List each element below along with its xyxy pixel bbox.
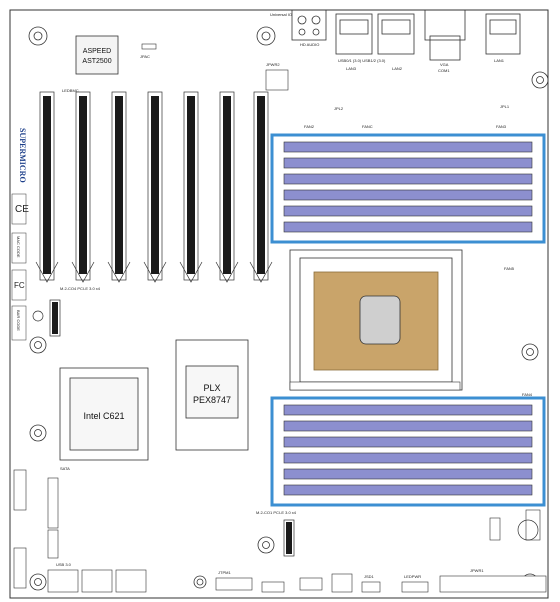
- bar-code-label: BAR CODE: [16, 310, 21, 331]
- left-header-strip: [13, 547, 27, 589]
- m2-slot-1-label: M.2-CO4 PCI-E 3.0 x4: [60, 286, 101, 291]
- battery-holder: [525, 509, 541, 541]
- label-box-1: [11, 193, 27, 225]
- pch-chip-label: Intel C621: [83, 411, 124, 421]
- lan1-port: [485, 13, 521, 55]
- jsd-label: JSD1: [364, 574, 375, 579]
- dimm-bank-top-highlight: [270, 133, 546, 244]
- sata-label: SATA: [60, 466, 70, 471]
- pcie-slot-3: [107, 91, 131, 283]
- com1-label: COM1: [438, 68, 450, 73]
- usb-lan-port-1: [335, 13, 373, 55]
- fan5-label: FAN5: [504, 266, 515, 271]
- dimm-bank-bottom-highlight: [270, 396, 546, 507]
- usb-front-label: USB 3.0: [56, 562, 72, 567]
- rear-io: [291, 9, 521, 61]
- usb-front-2: [81, 569, 113, 593]
- jpwr2-label: JPWR2: [266, 62, 280, 67]
- hd-audio-port: [291, 9, 327, 41]
- plx-chip-line2: PEX8747: [193, 395, 231, 405]
- pcie-slot-7: [249, 91, 273, 283]
- m2-slot-2-label: M.2-CO1 PCI-E 3.0 x4: [256, 510, 297, 515]
- usb-hdr-3: [331, 573, 353, 593]
- usb-front-1: [47, 569, 79, 593]
- jpl2-label: JPL2: [334, 106, 344, 111]
- jpwr1-connector: [439, 575, 547, 593]
- lan3-label: LAN3: [346, 66, 357, 71]
- jpl1-label: JPL1: [500, 104, 510, 109]
- jsd-header: [489, 517, 501, 541]
- jtpm-label: JTPM1: [218, 570, 231, 575]
- mac-code-label: MAC CODE: [16, 236, 21, 258]
- universal-io-label: Universal IO: [270, 12, 292, 17]
- lan2-label: LAN2: [392, 66, 403, 71]
- bmc-chip-line1: ASPEED: [83, 48, 111, 55]
- pcie-slot-5: [179, 91, 203, 283]
- jpwr1-label: JPWR1: [470, 568, 484, 573]
- front-panel-header: [13, 469, 27, 511]
- mounting-holes: [28, 26, 549, 591]
- cpu-socket: [289, 249, 463, 391]
- sata-port-2: [47, 529, 59, 559]
- dimm-bank-top: [270, 133, 546, 244]
- vga-label: VGA: [440, 62, 449, 67]
- pcie-slot-4: [143, 91, 167, 283]
- plx-chip-line1: PLX: [203, 383, 220, 393]
- led-pwr-label: LEDPWR: [404, 574, 421, 579]
- usb-front-3: [115, 569, 147, 593]
- fcc-box: [11, 269, 27, 301]
- cmos-battery: [517, 519, 539, 541]
- jpwr-small: [265, 69, 289, 91]
- sata-port-1: [47, 477, 59, 529]
- jsd-box: [361, 581, 381, 593]
- jtpm-header: [215, 577, 253, 591]
- fcc-mark: FC: [14, 281, 25, 290]
- usb-hdr-1: [261, 581, 285, 593]
- mac-code-box: [11, 232, 27, 264]
- bmc-led-label: LEDBMC: [62, 88, 79, 93]
- usb-lan-label: USB0/1 (3.0) USB1/2 (3.0): [338, 58, 386, 63]
- vga-port: [424, 9, 466, 41]
- fan3-label: FAN3: [496, 124, 507, 129]
- fan4-label: FAN4: [522, 392, 533, 397]
- brand-logo: SUPERMICRO: [18, 128, 27, 183]
- pcie-slots: [35, 91, 273, 283]
- bottom-connectors: [13, 469, 547, 593]
- bmc-chip: [75, 35, 119, 75]
- usb-hdr-2: [299, 577, 323, 591]
- fan2-label: FAN2: [304, 124, 315, 129]
- jpac-jumper: [141, 43, 157, 50]
- pcie-slot-1: [35, 91, 59, 283]
- pcie-slot-2: [71, 91, 95, 283]
- bmc-chip-line2: AST2500: [82, 58, 111, 65]
- led-pwr-header: [401, 581, 429, 593]
- bar-code-box: [11, 305, 27, 341]
- lan1-label: LAN1: [494, 58, 505, 63]
- ce-mark: CE: [15, 204, 29, 215]
- jpac-label: JPAC: [140, 54, 150, 59]
- dimm-bank-bottom: [270, 396, 546, 507]
- fanc-label: FANC: [362, 124, 373, 129]
- hd-audio-label: HD AUDIO: [300, 42, 319, 47]
- usb-lan-port-2: [377, 13, 415, 55]
- pcie-slot-6: [215, 91, 239, 283]
